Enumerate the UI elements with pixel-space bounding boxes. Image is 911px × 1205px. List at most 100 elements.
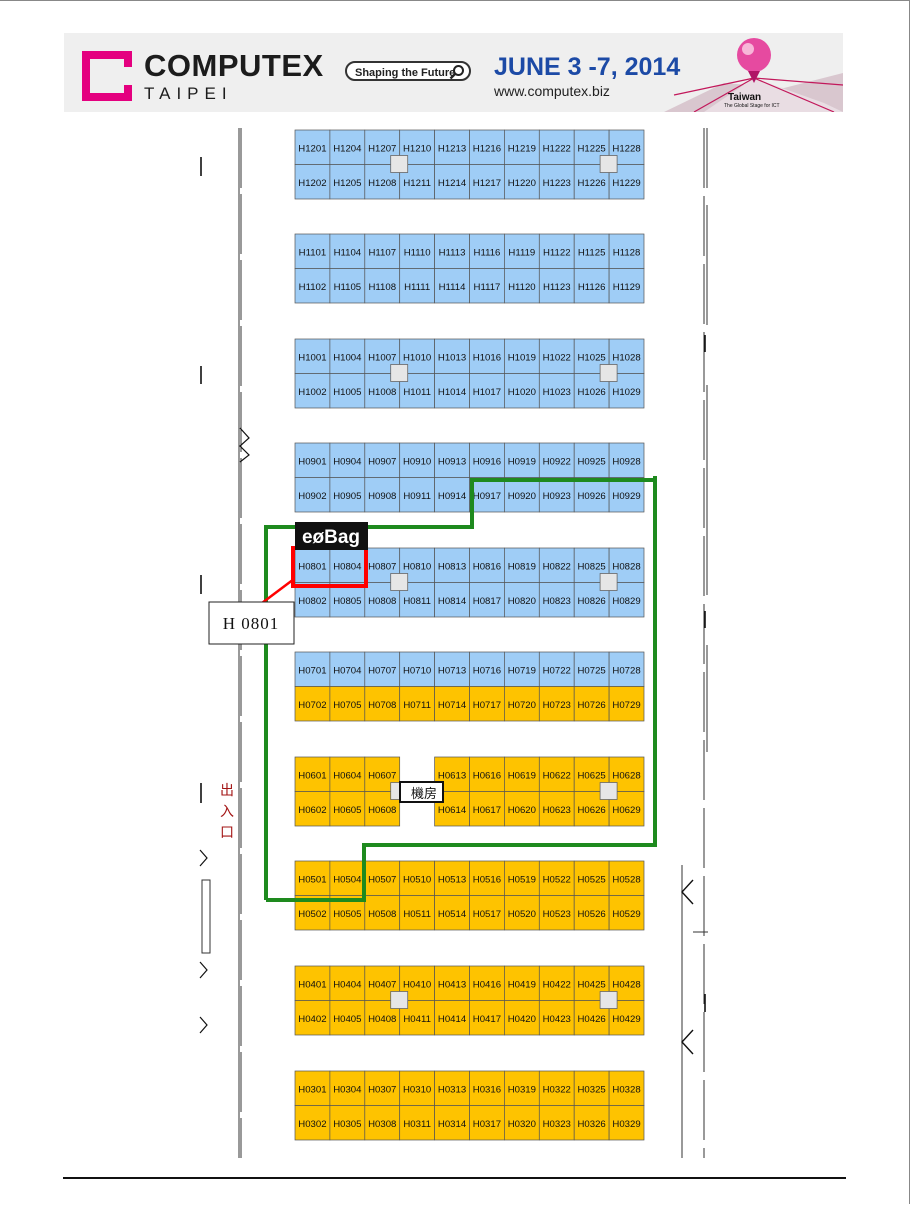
- booth[interactable]: [329, 547, 366, 583]
- booth[interactable]: [504, 582, 540, 618]
- booth[interactable]: [608, 895, 645, 931]
- booth[interactable]: [573, 686, 610, 722]
- booth[interactable]: [538, 268, 575, 304]
- booth[interactable]: [434, 477, 470, 513]
- booth[interactable]: [469, 1105, 505, 1141]
- booth[interactable]: [364, 1105, 401, 1141]
- booth[interactable]: [469, 547, 505, 583]
- booth[interactable]: [434, 895, 470, 931]
- booth[interactable]: [504, 651, 540, 687]
- booth[interactable]: [504, 129, 540, 165]
- booth[interactable]: [294, 338, 331, 374]
- booth[interactable]: [573, 477, 610, 513]
- booth[interactable]: [469, 791, 505, 827]
- booth[interactable]: [399, 1105, 435, 1141]
- booth[interactable]: [469, 686, 505, 722]
- booth[interactable]: [364, 442, 401, 478]
- booth[interactable]: [608, 1105, 645, 1141]
- booth[interactable]: [434, 338, 470, 374]
- booth[interactable]: [434, 860, 470, 896]
- booth[interactable]: [399, 1070, 435, 1106]
- booth[interactable]: [329, 442, 366, 478]
- booth[interactable]: [504, 268, 540, 304]
- booth[interactable]: [434, 965, 470, 1001]
- booth[interactable]: [294, 686, 331, 722]
- booth[interactable]: [504, 965, 540, 1001]
- booth[interactable]: [329, 338, 366, 374]
- booth[interactable]: [538, 791, 575, 827]
- booth[interactable]: [469, 338, 505, 374]
- booth[interactable]: [538, 547, 575, 583]
- booth[interactable]: [329, 129, 366, 165]
- booth[interactable]: [294, 477, 331, 513]
- booth[interactable]: [504, 547, 540, 583]
- booth[interactable]: [434, 547, 470, 583]
- booth[interactable]: [434, 686, 470, 722]
- booth[interactable]: [469, 164, 505, 200]
- booth[interactable]: [608, 442, 645, 478]
- booth[interactable]: [538, 895, 575, 931]
- booth[interactable]: [364, 860, 401, 896]
- booth[interactable]: [329, 1000, 366, 1036]
- booth[interactable]: [329, 477, 366, 513]
- booth[interactable]: [434, 1000, 470, 1036]
- booth[interactable]: [329, 268, 366, 304]
- booth[interactable]: [294, 791, 331, 827]
- booth[interactable]: [399, 651, 435, 687]
- booth[interactable]: [538, 477, 575, 513]
- booth[interactable]: [434, 373, 470, 409]
- booth[interactable]: [364, 895, 401, 931]
- booth[interactable]: [573, 233, 610, 269]
- booth[interactable]: [434, 1105, 470, 1141]
- booth[interactable]: [329, 582, 366, 618]
- booth[interactable]: [329, 233, 366, 269]
- booth[interactable]: [504, 164, 540, 200]
- booth[interactable]: [329, 791, 366, 827]
- booth[interactable]: [538, 582, 575, 618]
- booth[interactable]: [329, 686, 366, 722]
- booth[interactable]: [504, 686, 540, 722]
- booth[interactable]: [294, 1000, 331, 1036]
- booth[interactable]: [329, 756, 366, 792]
- booth[interactable]: [469, 895, 505, 931]
- booth[interactable]: [504, 791, 540, 827]
- booth[interactable]: [294, 547, 331, 583]
- booth[interactable]: [538, 338, 575, 374]
- booth[interactable]: [294, 965, 331, 1001]
- booth[interactable]: [573, 1105, 610, 1141]
- booth[interactable]: [538, 860, 575, 896]
- booth[interactable]: [469, 651, 505, 687]
- booth[interactable]: [434, 268, 470, 304]
- booth[interactable]: [504, 373, 540, 409]
- booth[interactable]: [504, 442, 540, 478]
- booth[interactable]: [504, 756, 540, 792]
- booth[interactable]: [469, 442, 505, 478]
- booth[interactable]: [469, 477, 505, 513]
- booth[interactable]: [294, 373, 331, 409]
- booth[interactable]: [469, 582, 505, 618]
- booth[interactable]: [608, 686, 645, 722]
- booth[interactable]: [504, 860, 540, 896]
- booth[interactable]: [538, 651, 575, 687]
- booth[interactable]: [538, 164, 575, 200]
- booth[interactable]: [469, 373, 505, 409]
- booth[interactable]: [399, 373, 435, 409]
- booth[interactable]: [538, 686, 575, 722]
- booth[interactable]: [573, 268, 610, 304]
- booth[interactable]: [434, 233, 470, 269]
- booth[interactable]: [469, 965, 505, 1001]
- booth[interactable]: [504, 233, 540, 269]
- booth[interactable]: [469, 1070, 505, 1106]
- booth[interactable]: [538, 1105, 575, 1141]
- booth[interactable]: [364, 651, 401, 687]
- booth[interactable]: [538, 233, 575, 269]
- booth[interactable]: [399, 895, 435, 931]
- booth[interactable]: [294, 582, 331, 618]
- booth[interactable]: [538, 373, 575, 409]
- booth[interactable]: [364, 268, 401, 304]
- booth[interactable]: [399, 442, 435, 478]
- booth[interactable]: [573, 651, 610, 687]
- booth[interactable]: [294, 268, 331, 304]
- booth[interactable]: [573, 860, 610, 896]
- booth[interactable]: [469, 1000, 505, 1036]
